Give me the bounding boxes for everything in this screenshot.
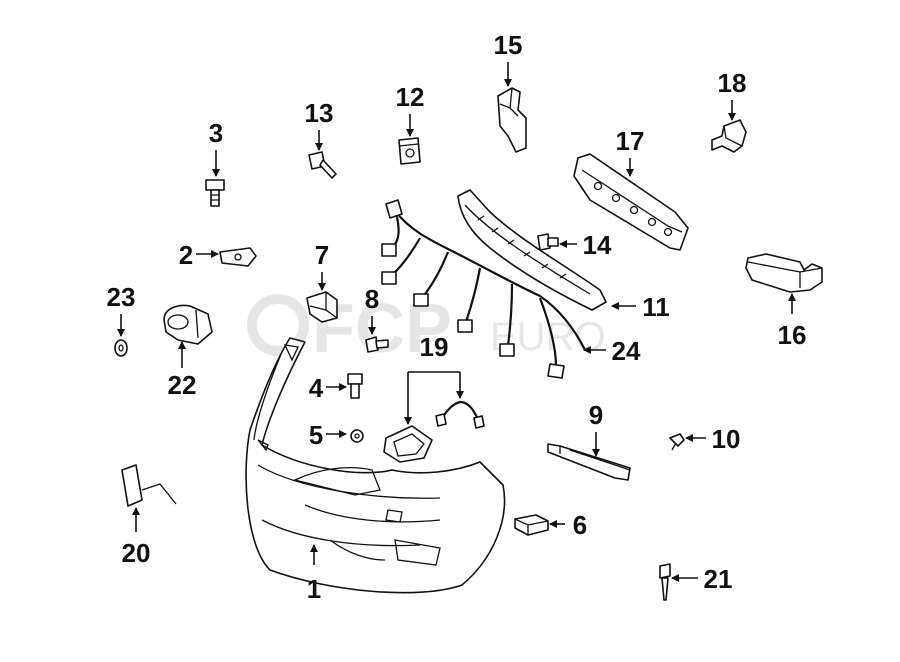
- part-10-clip: [669, 433, 685, 451]
- callout-10: 10: [712, 424, 741, 454]
- part-21-pin: [659, 563, 671, 601]
- callout-24: 24: [612, 336, 641, 366]
- callout-5: 5: [309, 420, 323, 450]
- part-8-screw: [365, 336, 389, 353]
- callout-3: 3: [209, 118, 223, 148]
- callout-8: 8: [365, 284, 379, 314]
- part-14-rivet: [537, 233, 559, 251]
- part-5-washer: [350, 429, 364, 443]
- callout-6: 6: [573, 510, 587, 540]
- part-23-washer: [114, 339, 128, 357]
- callout-labels: 1 2 3 4 5 6 7 8 9 10 11 12 13 14 15 16 1…: [107, 30, 807, 604]
- part-7-clip: [306, 291, 338, 323]
- callout-11: 11: [642, 292, 670, 322]
- part-24-wiring-harness: [381, 199, 586, 379]
- part-13-screw: [308, 151, 337, 179]
- callout-2: 2: [179, 240, 193, 270]
- part-22-park-sensor: [163, 304, 213, 345]
- callout-23: 23: [107, 282, 136, 312]
- callout-18: 18: [718, 68, 747, 98]
- callout-4: 4: [309, 373, 324, 403]
- callout-12: 12: [396, 82, 425, 112]
- callout-15: 15: [494, 30, 523, 60]
- callout-7: 7: [315, 240, 329, 270]
- leader-lines: [117, 62, 796, 582]
- part-12-nut-clip: [398, 137, 421, 165]
- callout-1: 1: [307, 574, 321, 604]
- part-2-bracket: [219, 247, 257, 267]
- callout-21: 21: [704, 564, 733, 594]
- callout-17: 17: [616, 126, 645, 156]
- part-4-bolt: [347, 373, 363, 399]
- callout-14: 14: [583, 230, 612, 260]
- part-20-sensor-bracket: [121, 464, 177, 507]
- callout-9: 9: [589, 400, 603, 430]
- part-18-bracket: [711, 119, 747, 153]
- part-3-bolt: [205, 179, 225, 207]
- part-19-cover: [383, 400, 485, 463]
- part-1-bumper-cover: [245, 337, 506, 594]
- part-15-bracket: [497, 87, 527, 153]
- part-17-absorber: [573, 153, 689, 251]
- part-11-absorber: [457, 189, 607, 311]
- callout-19: 19: [420, 332, 449, 362]
- part-16-bracket: [745, 253, 823, 293]
- part-9-trim-strip: [547, 443, 631, 481]
- callout-22: 22: [168, 370, 197, 400]
- callout-13: 13: [305, 98, 334, 128]
- callout-16: 16: [778, 320, 807, 350]
- part-6-pad: [514, 514, 549, 536]
- callout-20: 20: [122, 538, 151, 568]
